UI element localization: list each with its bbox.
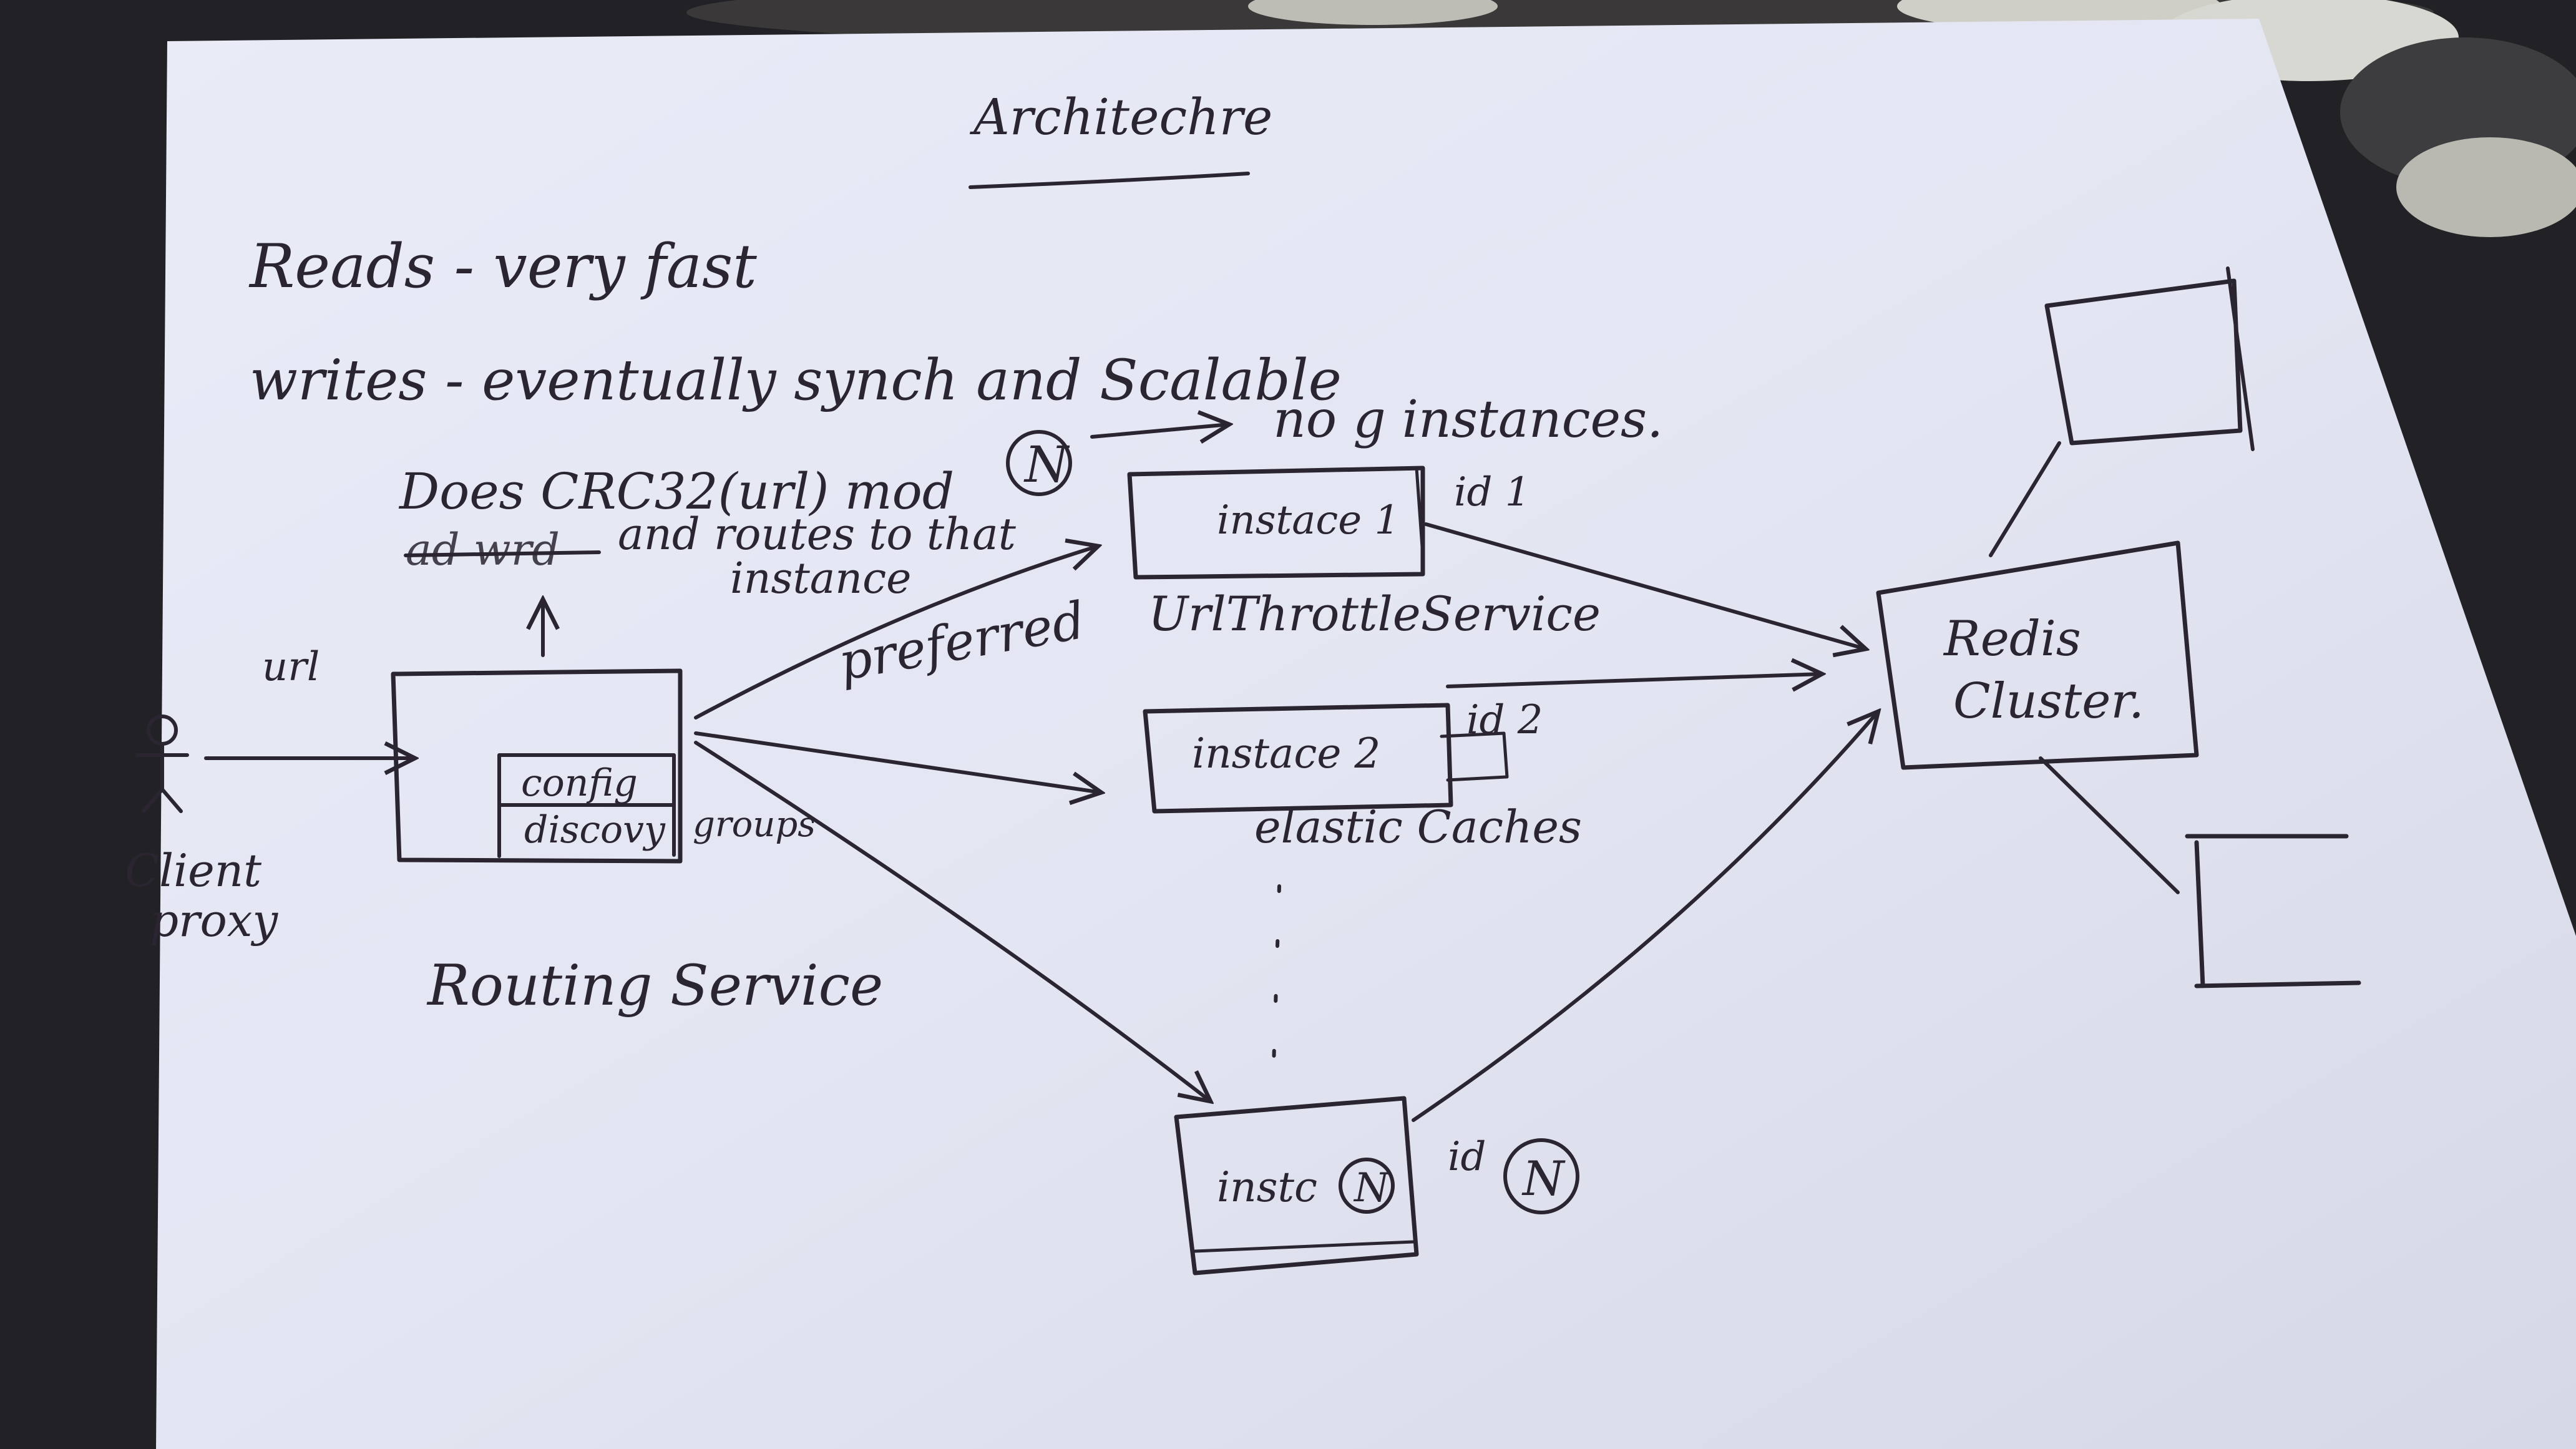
instance-n-to-redis bbox=[1412, 711, 1878, 1122]
url-label: url bbox=[262, 644, 320, 690]
redis-cluster-box: Redis Cluster. bbox=[1876, 540, 2199, 770]
instances-note: no g instances. bbox=[1273, 390, 1663, 449]
routing-service-label: Routing Service bbox=[426, 953, 883, 1018]
instance-ellipsis bbox=[1271, 884, 1281, 1088]
groups-label: groups bbox=[693, 804, 816, 845]
service-name-label: UrlThrottleService bbox=[1148, 586, 1601, 642]
redis-label-2: Cluster. bbox=[1953, 673, 2144, 729]
client-proxy: Client proxy bbox=[125, 715, 278, 947]
instance-2-box: instace 2 id 2 bbox=[1143, 697, 1543, 814]
instance-1-box: instace 1 id 1 bbox=[1127, 466, 1531, 580]
client-label-1: Client bbox=[125, 844, 262, 897]
instance-n-id: id bbox=[1448, 1134, 1486, 1180]
svg-text:N: N bbox=[1521, 1151, 1566, 1206]
discovery-label: discovy bbox=[524, 808, 666, 852]
diagram-title: Architechre bbox=[969, 88, 1272, 146]
elastic-caches-label: elastic Caches bbox=[1254, 801, 1582, 853]
instance-1-to-redis bbox=[1424, 522, 1866, 649]
instance-1-id: id 1 bbox=[1454, 469, 1531, 515]
routes-note: and routes to that bbox=[618, 509, 1017, 560]
redis-label-1: Redis bbox=[1943, 611, 2081, 667]
n-marker-1: N bbox=[1006, 430, 1072, 496]
redis-node-bottom bbox=[2039, 756, 2361, 988]
svg-text:N: N bbox=[1023, 436, 1070, 494]
does-crc-note: Does CRC32(url) mod bbox=[398, 462, 954, 520]
router-to-instance-n bbox=[694, 741, 1211, 1101]
routes-note-2: instance bbox=[730, 554, 911, 603]
diagram-title-group: Architechre bbox=[968, 88, 1272, 189]
writes-note: writes - eventually synch and Scalable bbox=[250, 348, 1342, 413]
reads-note: Reads - very fast bbox=[248, 232, 757, 301]
client-label-2: proxy bbox=[150, 894, 278, 947]
instance-n-box: instc N id N bbox=[1174, 1096, 1579, 1276]
svg-text:ad wrd: ad wrd bbox=[406, 524, 560, 575]
svg-text:N: N bbox=[1353, 1165, 1390, 1211]
router-to-instance-1 bbox=[694, 546, 1098, 720]
paper-sheet bbox=[156, 19, 2576, 1449]
struck-text bbox=[404, 550, 601, 557]
instance-1-label: instace 1 bbox=[1217, 497, 1400, 544]
instance-n-label: instc bbox=[1217, 1163, 1317, 1211]
instance-2-label: instace 2 bbox=[1192, 729, 1380, 778]
config-label: config bbox=[521, 761, 638, 805]
mod-arrow bbox=[1090, 424, 1229, 437]
redis-node-top bbox=[1989, 266, 2255, 557]
instance-2-to-redis bbox=[1446, 674, 1822, 686]
instance-2-id: id 2 bbox=[1466, 697, 1543, 743]
router-to-instance-2 bbox=[694, 731, 1101, 793]
routing-service-box: config discovy groups bbox=[391, 668, 816, 864]
